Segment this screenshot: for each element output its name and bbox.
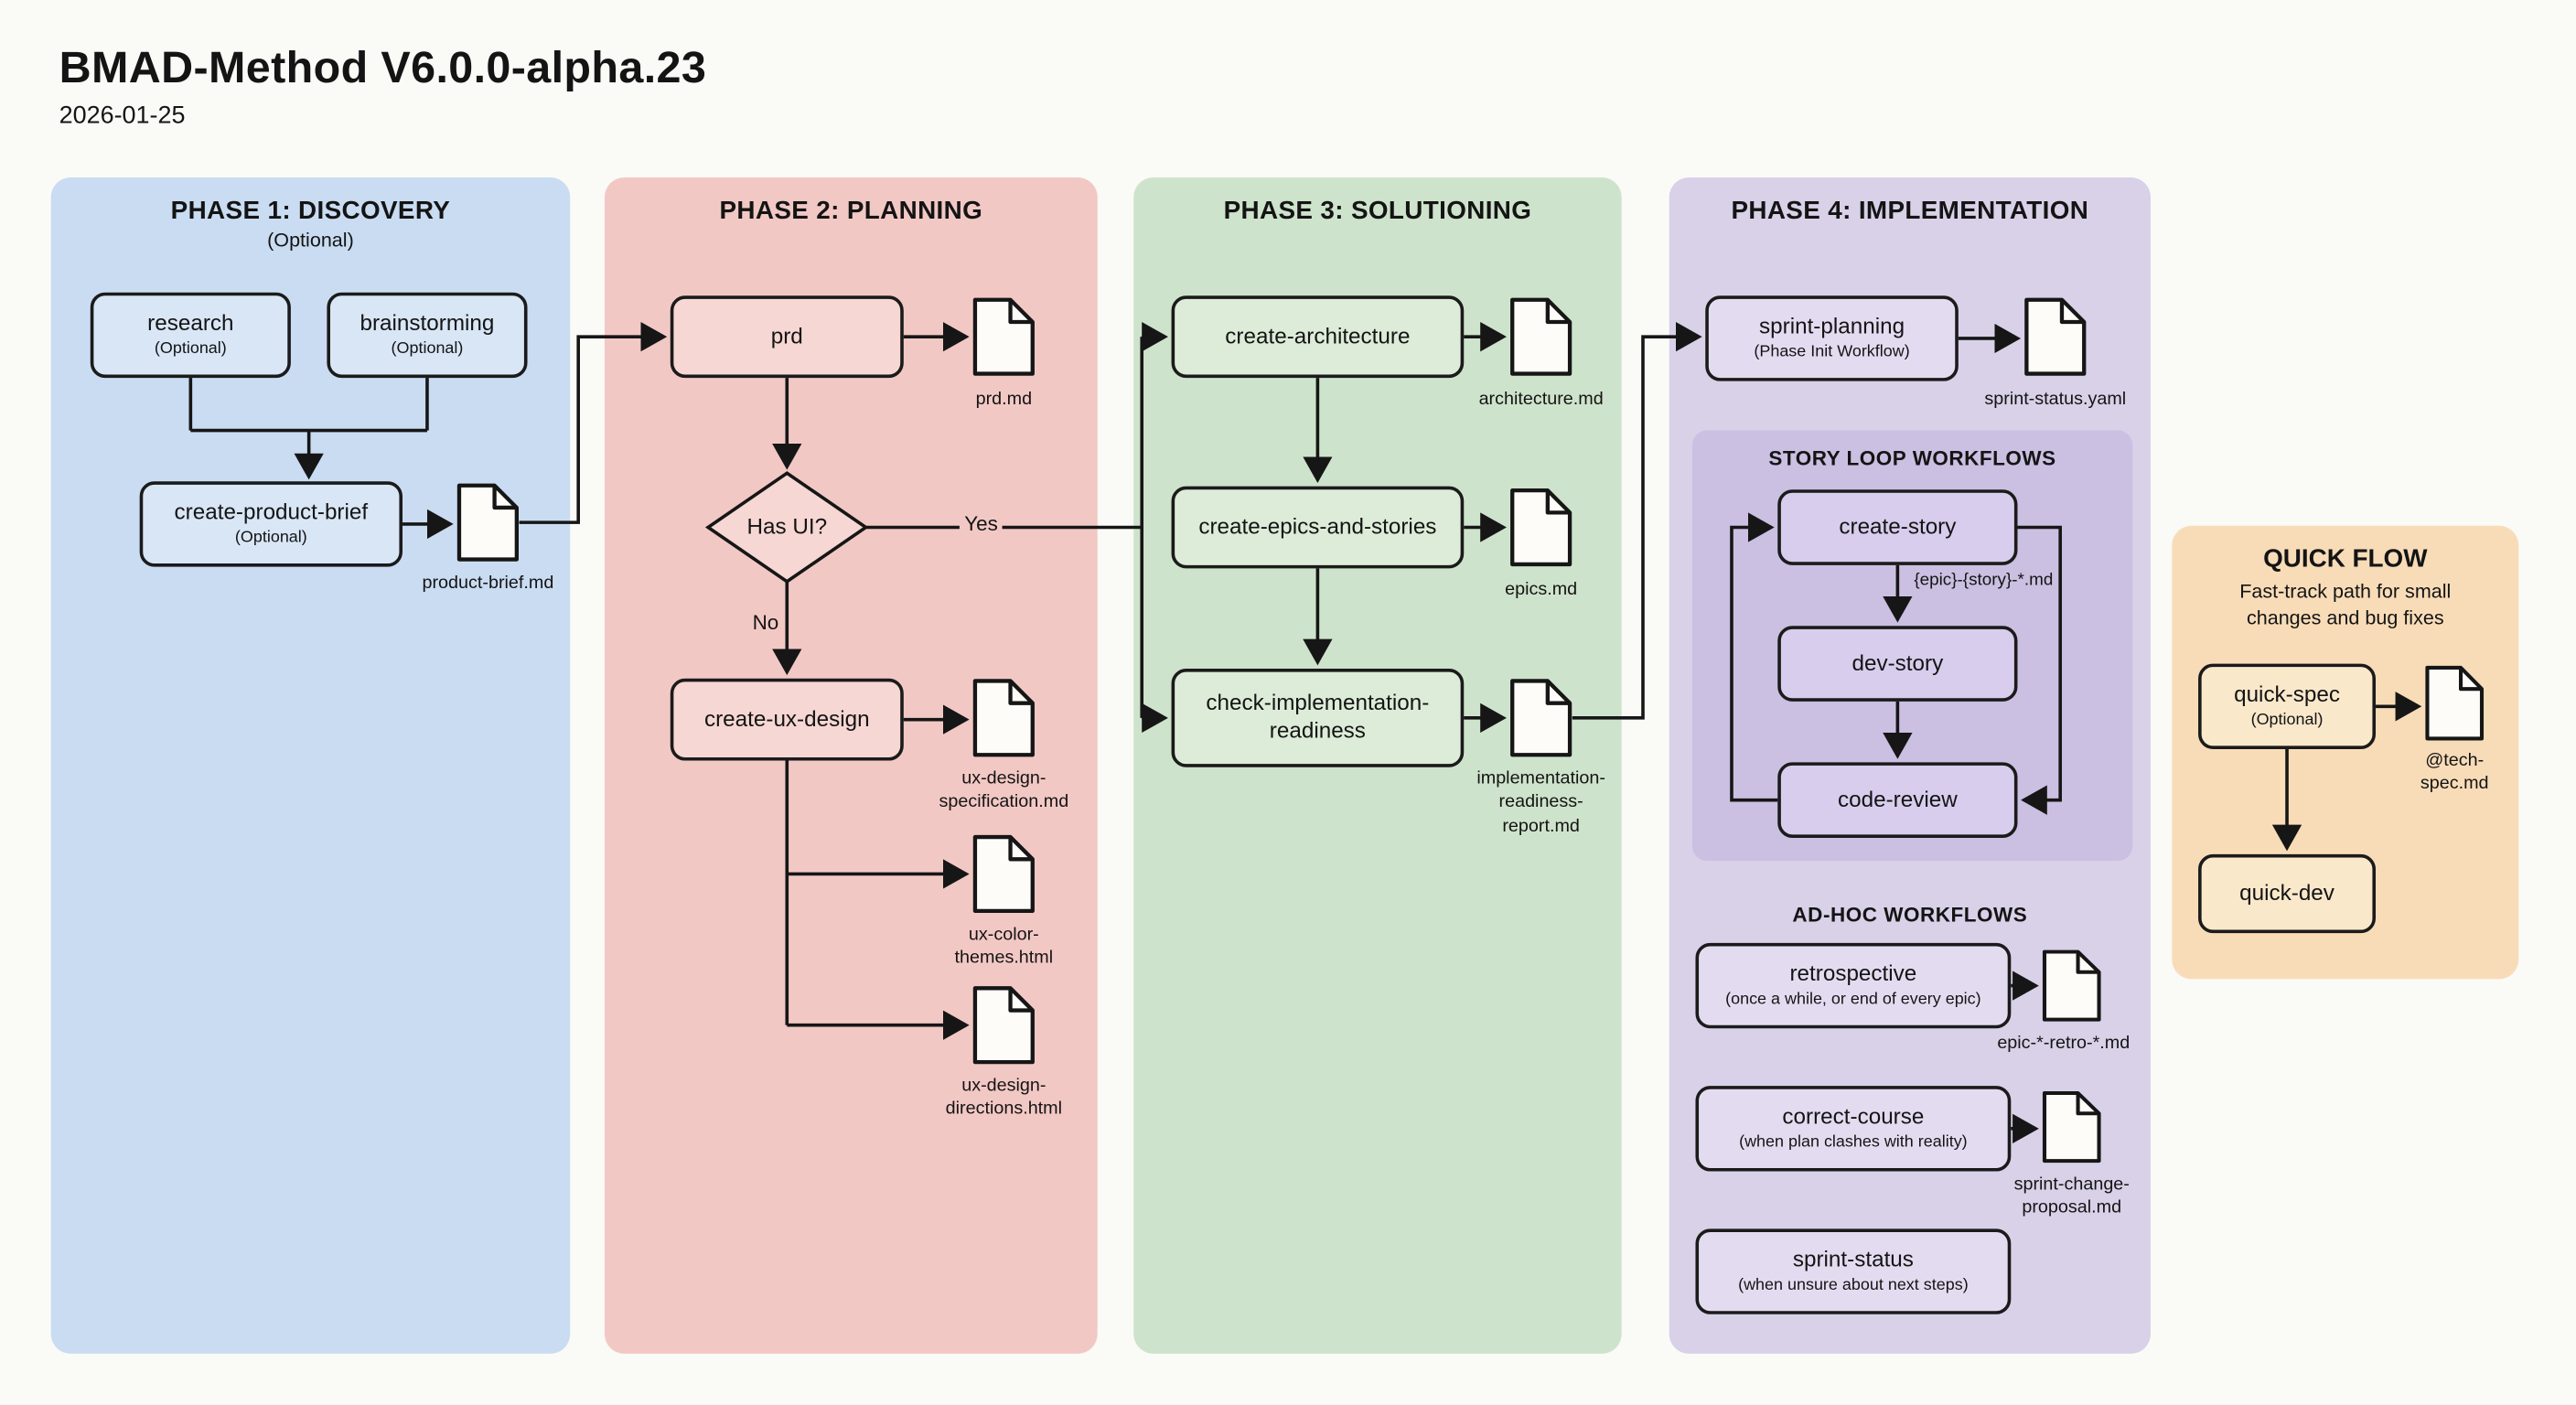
story-file-edge-label: {epic}-{story}-*.md xyxy=(1914,570,2054,590)
sprint-planning-label: sprint-planning xyxy=(1759,314,1905,339)
create-product-brief-node: create-product-brief (Optional) xyxy=(139,481,403,567)
page-title: BMAD-Method V6.0.0-alpha.23 xyxy=(59,42,707,92)
brainstorming-optional-label: (Optional) xyxy=(391,339,464,359)
ux-design-directions-document-icon xyxy=(972,986,1035,1065)
sprint-status-yaml-document-icon xyxy=(2024,297,2087,376)
correct-course-label: correct-course xyxy=(1782,1104,1925,1129)
retrospective-sub-label: (once a while, or end of every epic) xyxy=(1725,990,1981,1009)
sprint-planning-sub-label: (Phase Init Workflow) xyxy=(1754,343,1910,362)
yes-edge-label: Yes xyxy=(959,512,1004,536)
sprint-status-yaml-doc-label: sprint-status.yaml xyxy=(1984,389,2127,410)
brainstorming-label: brainstorming xyxy=(360,310,495,336)
create-product-brief-label: create-product-brief xyxy=(174,499,369,525)
quick-flow-subtitle: Fast-track path for small changes and bu… xyxy=(2239,579,2452,629)
brainstorming-node: brainstorming (Optional) xyxy=(327,292,528,379)
retrospective-label: retrospective xyxy=(1789,960,1917,986)
create-epics-and-stories-node: create-epics-and-stories xyxy=(1171,486,1465,569)
phase4-title: PHASE 4: IMPLEMENTATION xyxy=(1731,197,2089,226)
tech-spec-doc-label: @tech- spec.md xyxy=(2420,750,2489,795)
quick-flow-title: QUICK FLOW xyxy=(2263,545,2428,574)
quick-spec-node: quick-spec (Optional) xyxy=(2198,663,2377,749)
sprint-status-sub-label: (when unsure about next steps) xyxy=(1738,1276,1969,1295)
quick-spec-optional-label: (Optional) xyxy=(2250,711,2324,730)
ux-design-directions-doc-label: ux-design- directions.html xyxy=(945,1076,1063,1120)
sprint-change-proposal-doc-label: sprint-change- proposal.md xyxy=(2013,1174,2130,1218)
architecture-document-icon xyxy=(1510,297,1572,376)
has-ui-decision-diamond xyxy=(704,471,869,584)
sprint-status-label: sprint-status xyxy=(1792,1247,1914,1272)
no-edge-label: No xyxy=(747,611,784,635)
dev-story-node: dev-story xyxy=(1777,626,2018,702)
ux-color-themes-doc-label: ux-color- themes.html xyxy=(954,925,1054,969)
page-date: 2026-01-25 xyxy=(59,102,186,130)
quick-dev-node: quick-dev xyxy=(2198,853,2377,934)
check-implementation-readiness-node: check-implementation- readiness xyxy=(1171,668,1465,767)
implementation-readiness-report-doc-label: implementation- readiness- report.md xyxy=(1476,768,1605,836)
phase2-title: PHASE 2: PLANNING xyxy=(719,197,983,226)
create-architecture-node: create-architecture xyxy=(1171,295,1465,379)
correct-course-sub-label: (when plan clashes with reality) xyxy=(1739,1133,1968,1152)
create-ux-design-node: create-ux-design xyxy=(670,678,904,761)
flow-arrows xyxy=(188,322,2422,1144)
product-brief-doc-label: product-brief.md xyxy=(422,573,554,594)
architecture-doc-label: architecture.md xyxy=(1478,389,1604,410)
tech-spec-document-icon xyxy=(2425,665,2485,741)
sprint-change-proposal-document-icon xyxy=(2042,1091,2101,1164)
prd-node: prd xyxy=(670,295,904,379)
retrospective-node: retrospective (once a while, or end of e… xyxy=(1695,942,2012,1029)
create-product-brief-optional-label: (Optional) xyxy=(234,529,307,547)
ux-design-specification-doc-label: ux-design- specification.md xyxy=(939,768,1069,812)
quick-spec-label: quick-spec xyxy=(2234,681,2340,707)
product-brief-document-icon xyxy=(456,483,519,562)
sprint-status-node: sprint-status (when unsure about next st… xyxy=(1695,1228,2012,1314)
ux-color-themes-document-icon xyxy=(972,834,1035,914)
create-story-node: create-story xyxy=(1777,489,2018,565)
epic-retro-doc-label: epic-*-retro-*.md xyxy=(1997,1033,2131,1054)
ux-design-specification-document-icon xyxy=(972,679,1035,757)
prd-doc-label: prd.md xyxy=(975,389,1033,410)
correct-course-node: correct-course (when plan clashes with r… xyxy=(1695,1086,2012,1172)
phase1-title: PHASE 1: DISCOVERY xyxy=(170,197,451,226)
epic-retro-document-icon xyxy=(2042,949,2101,1022)
phase1-subtitle: (Optional) xyxy=(267,228,354,252)
sprint-planning-node: sprint-planning (Phase Init Workflow) xyxy=(1705,295,1959,381)
code-review-node: code-review xyxy=(1777,762,2018,838)
research-optional-label: (Optional) xyxy=(154,339,227,359)
research-label: research xyxy=(147,310,234,336)
prd-document-icon xyxy=(972,297,1035,376)
phase3-title: PHASE 3: SOLUTIONING xyxy=(1223,197,1532,226)
story-loop-title: STORY LOOP WORKFLOWS xyxy=(1768,446,2056,470)
implementation-readiness-report-document-icon xyxy=(1510,679,1572,757)
epics-doc-label: epics.md xyxy=(1505,579,1578,600)
epics-document-icon xyxy=(1510,488,1572,567)
adhoc-title: AD-HOC WORKFLOWS xyxy=(1792,903,2028,927)
research-node: research (Optional) xyxy=(90,292,291,379)
has-ui-label: Has UI? xyxy=(746,514,828,540)
